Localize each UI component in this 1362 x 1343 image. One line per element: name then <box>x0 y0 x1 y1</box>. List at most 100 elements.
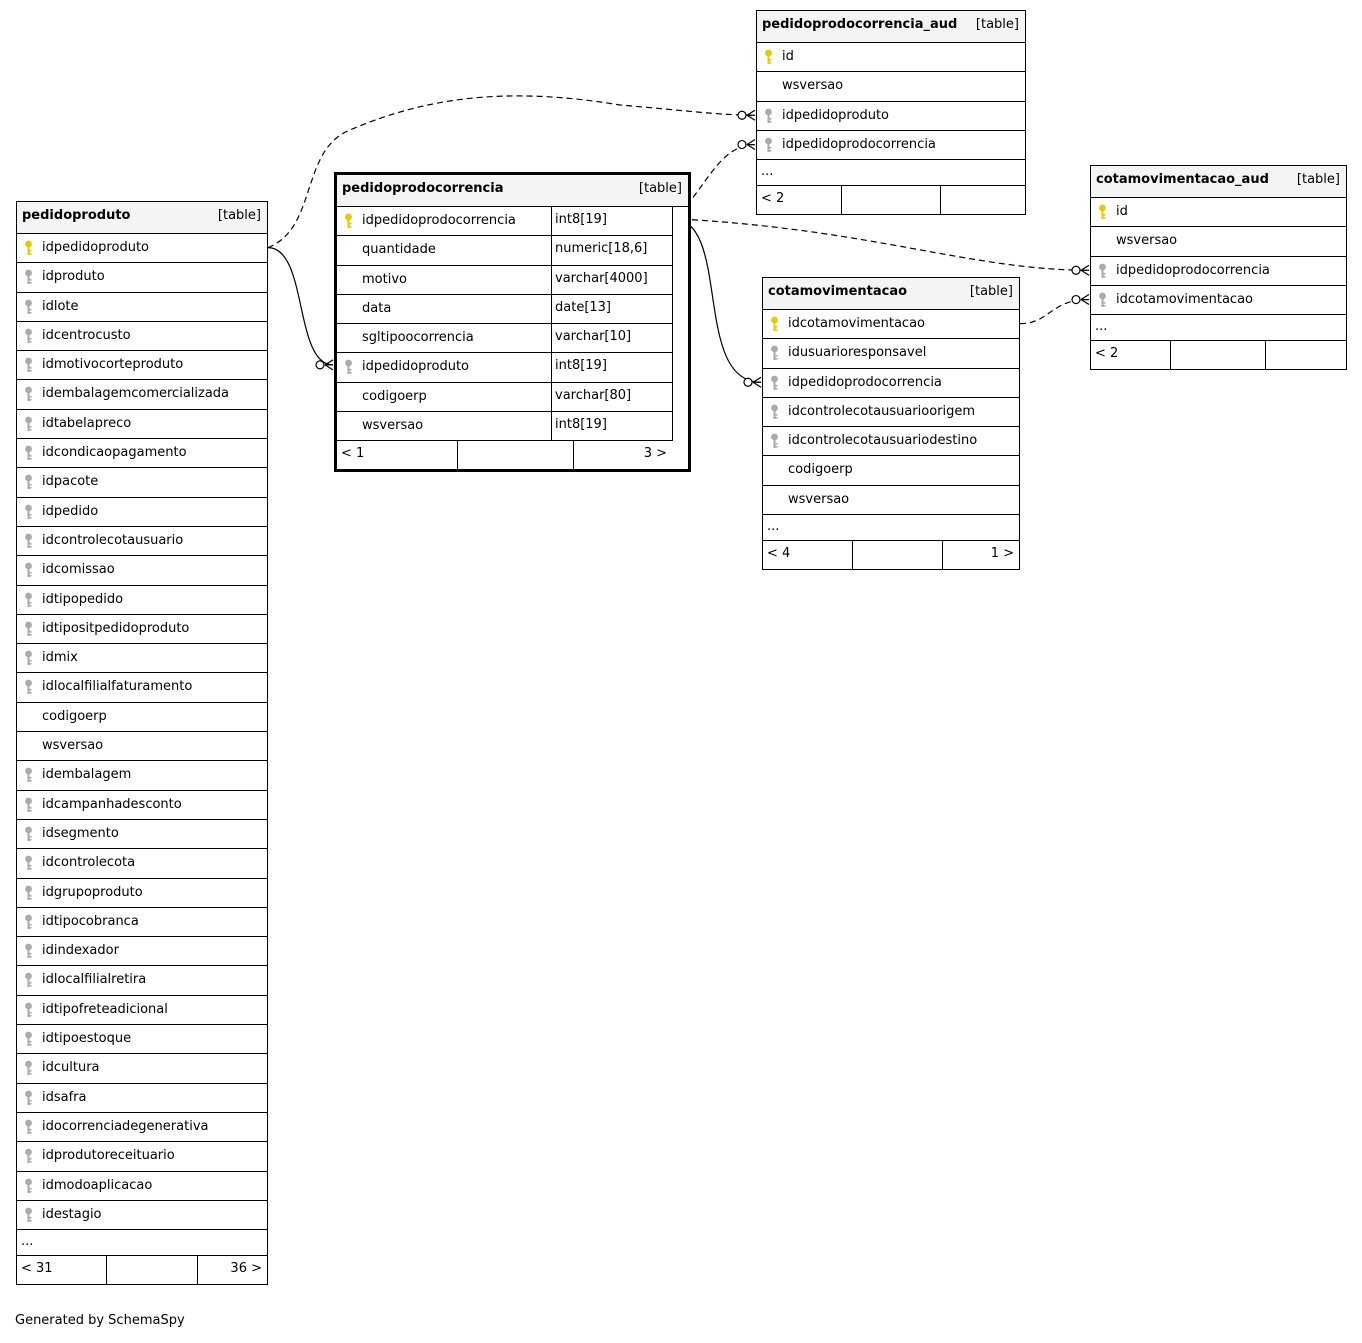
column-row[interactable]: idpedidoproduto <box>757 102 1025 131</box>
column-row[interactable]: idestagio <box>17 1201 267 1231</box>
column-row[interactable]: idusuarioresponsavel <box>763 339 1019 369</box>
column-row[interactable]: idtabelapreco <box>17 410 267 440</box>
column-row[interactable]: idmodoaplicacao <box>17 1172 267 1201</box>
children-count[interactable] <box>1265 341 1346 370</box>
column-row[interactable]: idcultura <box>17 1054 267 1084</box>
children-count[interactable]: 1 > <box>942 541 1019 570</box>
column-row[interactable]: idsegmento <box>17 820 267 850</box>
parents-count[interactable]: < 4 <box>767 546 791 562</box>
column-row[interactable]: codigoerp <box>763 456 1019 486</box>
parents-count[interactable]: < 2 <box>761 191 785 207</box>
foreign-key-icon <box>24 1148 33 1164</box>
column-row[interactable]: idembalagem <box>17 761 267 791</box>
children-count[interactable]: 36 > <box>197 1256 267 1285</box>
column-row[interactable]: idcontrolecota <box>17 849 267 879</box>
column-row[interactable]: codigoerp <box>17 703 267 733</box>
column-name: idcontrolecotausuarioorigem <box>788 403 976 419</box>
column-row[interactable]: idlocalfilialretira <box>17 966 267 996</box>
more-columns-row[interactable]: ... <box>757 160 1025 187</box>
column-row[interactable]: idlote <box>17 293 267 322</box>
foreign-key-icon <box>24 650 33 666</box>
column-row[interactable]: idcontrolecotausuarioorigem <box>763 398 1019 428</box>
column-name: idcontrolecota <box>42 855 136 871</box>
column-row[interactable]: idpedidoprodocorrencia <box>757 131 1025 161</box>
column-row[interactable]: idsafra <box>17 1084 267 1113</box>
column-row[interactable]: idtipopedido <box>17 586 267 615</box>
children-count[interactable]: 3 > <box>573 441 672 469</box>
column-row[interactable]: idtipocobranca <box>17 908 267 938</box>
column-row[interactable]: idmix <box>17 644 267 674</box>
parents-count[interactable]: < 31 <box>21 1261 53 1277</box>
column-row[interactable]: idpedidoprodocorrencia <box>763 369 1019 398</box>
column-row[interactable]: idproduto <box>17 263 267 293</box>
table-pedidoprodocorrencia[interactable]: pedidoprodocorrencia[table]idpedidoprodo… <box>334 172 691 472</box>
column-row[interactable]: idpedidoprodocorrencia <box>1091 257 1346 286</box>
more-columns-row[interactable]: ... <box>763 515 1019 542</box>
column-row[interactable]: idcontrolecotausuario <box>17 527 267 557</box>
children-count[interactable] <box>940 186 1025 215</box>
column-row[interactable]: idindexador <box>17 937 267 967</box>
column-row[interactable]: idcondicaopagamento <box>17 439 267 469</box>
table-type: [table] <box>1296 172 1340 187</box>
column-row[interactable]: idpedido <box>17 498 267 527</box>
column-row[interactable]: id <box>1091 198 1346 228</box>
column-name: idmix <box>42 650 78 666</box>
footer-spacer <box>106 1256 197 1285</box>
table-type: [table] <box>217 208 261 223</box>
table-cotamovimentacao[interactable]: cotamovimentacao[table]idcotamovimentaca… <box>762 277 1020 571</box>
column-name: idmotivocorteproduto <box>42 357 184 373</box>
column-row[interactable]: idtipofreteadicional <box>17 996 267 1026</box>
column-row[interactable]: idpacote <box>17 468 267 498</box>
column-row[interactable]: idcomissao <box>17 556 267 586</box>
column-row[interactable]: idtipoestoque <box>17 1025 267 1055</box>
column-name: idestagio <box>42 1206 102 1222</box>
foreign-key-icon <box>24 972 33 988</box>
column-row[interactable]: idembalagemcomercializada <box>17 380 267 410</box>
column-row[interactable]: idmotivocorteproduto <box>17 351 267 381</box>
column-name: id <box>1116 204 1128 219</box>
column-row[interactable]: idgrupoproduto <box>17 879 267 908</box>
column-type: int8[19] <box>551 353 672 382</box>
column-name: motivo <box>362 271 407 287</box>
column-name: quantidade <box>362 242 436 258</box>
foreign-key-icon <box>24 1060 33 1076</box>
foreign-key-icon <box>24 445 33 461</box>
column-row[interactable]: idcotamovimentacao <box>1091 286 1346 316</box>
primary-key-icon <box>1098 204 1107 220</box>
column-row[interactable]: idlocalfilialfaturamento <box>17 673 267 703</box>
column-row[interactable]: idpedidoproduto <box>17 234 267 264</box>
primary-key-icon <box>770 316 779 332</box>
parents-count[interactable]: < 2 <box>1095 346 1119 362</box>
column-row[interactable]: wsversao <box>1091 227 1346 257</box>
more-columns-row[interactable]: ... <box>1091 315 1346 342</box>
column-row[interactable]: idtipositpedidoproduto <box>17 615 267 645</box>
parents-count[interactable]: < 1 <box>341 446 365 461</box>
column-row[interactable]: wsversao <box>17 732 267 762</box>
more-columns-row[interactable]: ... <box>17 1230 267 1257</box>
column-row[interactable]: idcotamovimentacao <box>763 310 1019 340</box>
column-row[interactable]: wsversao <box>757 72 1025 102</box>
column-name: idpedidoprodocorrencia <box>362 213 516 228</box>
foreign-key-icon <box>770 345 779 361</box>
column-name: wsversao <box>1116 233 1178 249</box>
column-row[interactable]: idocorrenciadegenerativa <box>17 1113 267 1143</box>
column-row[interactable]: idcontrolecotausuariodestino <box>763 427 1019 457</box>
column-row[interactable]: id <box>757 43 1025 73</box>
column-row[interactable]: idcentrocusto <box>17 322 267 352</box>
column-row[interactable]: idcampanhadesconto <box>17 791 267 820</box>
column-row[interactable]: idprodutoreceituario <box>17 1142 267 1172</box>
table-name: pedidoprodocorrencia_aud <box>762 17 958 32</box>
column-row[interactable]: wsversao <box>763 486 1019 516</box>
column-name: idindexador <box>42 943 119 959</box>
